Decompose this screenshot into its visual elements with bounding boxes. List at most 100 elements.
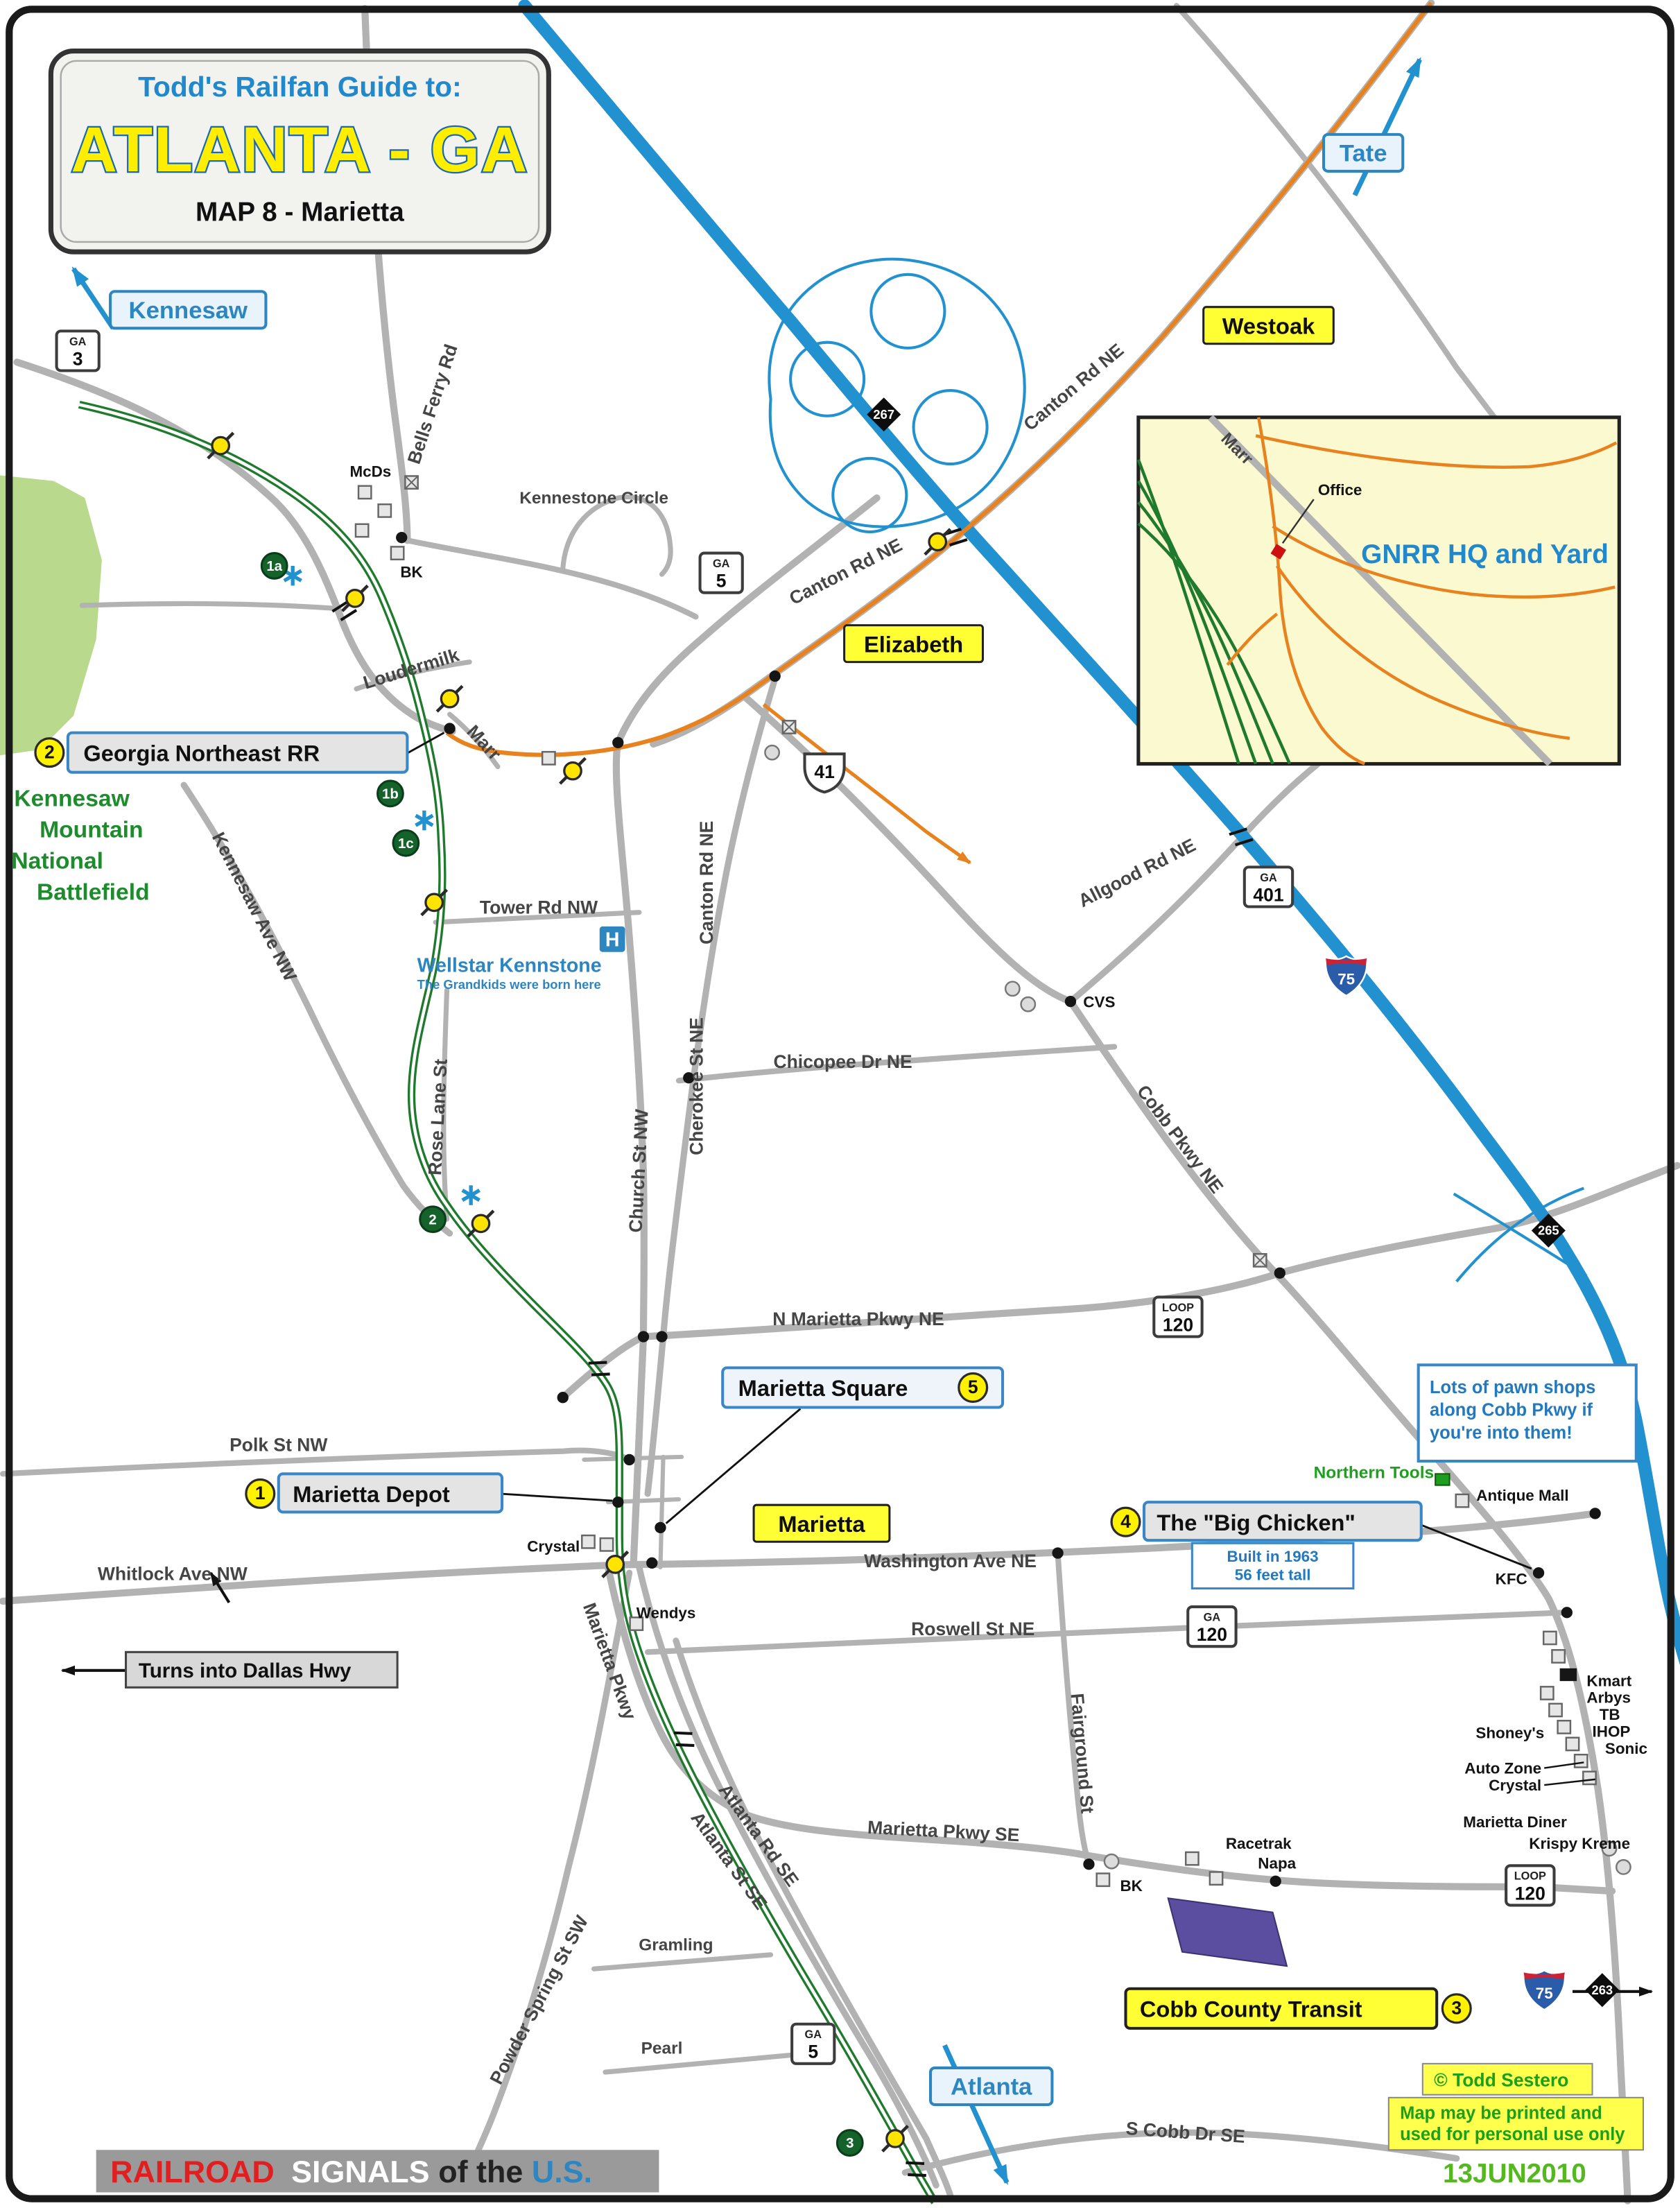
poi-kmart: Kmart <box>1586 1672 1631 1689</box>
battlefield-line-2: Mountain <box>40 818 143 843</box>
building-marker <box>1435 1473 1450 1486</box>
wa-rail-line <box>78 400 938 2205</box>
road-n-marietta-pkwy <box>559 1162 1680 1401</box>
label-canton-2: Canton Rd NE <box>786 534 905 609</box>
gnrr-number: 2 <box>44 741 55 762</box>
road-junction-dot <box>1052 1547 1064 1559</box>
permission-line-2: used for personal use only <box>1400 2125 1625 2144</box>
label-gramling: Gramling <box>639 1936 713 1955</box>
transit-label: Cobb County Transit <box>1140 1996 1362 2022</box>
road-marr <box>447 711 501 770</box>
pawn-note-3: you're into them! <box>1430 1423 1573 1442</box>
gnrr-inset: Office Marr GNRR HQ and Yard <box>1136 415 1621 767</box>
label-kennestone-circle: Kennestone Circle <box>519 489 668 508</box>
building-marker <box>1601 1840 1618 1857</box>
rail-crossing-icon <box>673 1731 695 1748</box>
inset-green-tracks <box>1136 459 1292 765</box>
poi-bk-2: BK <box>1120 1877 1142 1895</box>
label-bells-ferry: Bells Ferry Rd <box>404 342 462 467</box>
building-marker <box>1573 1753 1588 1768</box>
building-marker <box>541 750 556 766</box>
building-marker <box>1252 1252 1267 1268</box>
label-kennesaw-ave: Kennesaw Ave NW <box>208 829 301 984</box>
building-marker <box>1103 1853 1120 1870</box>
ga120-prefix: GA <box>1204 1611 1221 1623</box>
road-polk <box>0 1447 632 1477</box>
atlanta-label: Atlanta <box>951 2074 1032 2101</box>
poi-bk-1: BK <box>400 563 422 580</box>
road-junction-dot <box>1561 1607 1573 1619</box>
direction-tate: Tate <box>1322 132 1405 173</box>
building-marker <box>354 523 370 538</box>
kennesaw-arrow <box>71 266 116 330</box>
interstate-75-line <box>518 0 1680 1665</box>
direction-atlanta: Atlanta <box>928 2066 1054 2107</box>
rail-signals <box>207 431 952 2153</box>
square-number: 5 <box>968 1377 978 1397</box>
road-chicopee <box>675 1044 1118 1084</box>
hospital-callout: H Wellstar Kennstone The Grandkids were … <box>417 926 625 992</box>
ga120-shield: GA 120 <box>1186 1605 1238 1648</box>
inset-orange-yard-tracks <box>1226 417 1618 766</box>
building-marker <box>390 546 405 560</box>
depot-label: Marietta Depot <box>293 1481 450 1507</box>
poi-sonic: Sonic <box>1605 1740 1647 1757</box>
footer-banner <box>96 2150 659 2193</box>
i75-shield-a: 75 <box>1324 955 1368 997</box>
exit263-number: 263 <box>1592 1983 1613 1997</box>
chicken-note-2: 56 feet tall <box>1235 1566 1311 1583</box>
marker-1c: 1c <box>392 829 420 857</box>
loop120-shield-b: LOOP 120 <box>1505 1864 1556 1907</box>
gnrr-pointer <box>405 732 445 755</box>
permission-box <box>1387 2096 1644 2151</box>
road-ga5-church <box>612 494 881 1567</box>
highway-shields: GA 3 GA 5 GA 5 GA 401 GA 120 LOOP 120 <box>55 329 1620 2065</box>
permission-line-1: Map may be printed and <box>1400 2103 1602 2123</box>
ga401-prefix: GA <box>1260 872 1277 884</box>
road-atlanta-rd <box>673 1637 954 2199</box>
map-date: 13JUN2010 <box>1443 2159 1586 2189</box>
pawn-note-1: Lots of pawn shops <box>1430 1378 1595 1397</box>
building-marker <box>1548 1702 1563 1718</box>
rail-signal-icon <box>435 684 464 713</box>
exit267-number: 267 <box>873 407 894 422</box>
road-pearl <box>603 2051 809 2075</box>
building-marker <box>357 485 372 500</box>
building-marker <box>1582 1770 1597 1786</box>
rail-signal-icon <box>207 431 235 460</box>
label-n-marietta-pkwy: N Marietta Pkwy NE <box>772 1309 944 1329</box>
road-junction-dot <box>444 723 456 734</box>
building-marker <box>1455 1493 1470 1508</box>
marker-3: 3 <box>835 2129 864 2157</box>
battlefield-line-1: Kennesaw <box>14 786 130 812</box>
road-junction-dot <box>769 670 781 682</box>
rail-signal-icon <box>924 528 952 556</box>
cloverleaf-loop <box>912 389 989 466</box>
road-kennestone-circle <box>560 494 673 577</box>
road-junction-dot <box>612 736 624 749</box>
square-label: Marietta Square <box>738 1375 908 1401</box>
poi-cvs: CVS <box>1083 993 1115 1010</box>
ga3-shield: GA 3 <box>55 329 101 372</box>
ga5a-prefix: GA <box>713 558 730 570</box>
place-elizabeth: Elizabeth <box>843 624 985 664</box>
elizabeth-label: Elizabeth <box>864 631 963 657</box>
chicken-number: 4 <box>1120 1511 1131 1532</box>
callout-big-chicken: 4 The "Big Chicken" Built in 1963 56 fee… <box>1110 1501 1423 1590</box>
rail-signal-icon <box>340 584 369 612</box>
road-junction-dot <box>1589 1508 1601 1519</box>
title-map-number: MAP 8 - Marietta <box>196 197 404 227</box>
marker-2: 2 <box>419 1205 447 1234</box>
ga3-prefix: GA <box>69 336 87 348</box>
callout-marietta-depot: 1 Marietta Depot <box>245 1472 504 1514</box>
title-city: ATLANTA - GA <box>71 114 528 185</box>
label-marietta-pkwy-se: Marietta Pkwy SE <box>867 1817 1020 1845</box>
road-mcds-east <box>404 537 699 620</box>
poi-arbys: Arbys <box>1586 1689 1631 1707</box>
hospital-icon <box>599 926 625 952</box>
road-junction-dot <box>655 1521 666 1534</box>
poi-krispy-kreme: Krispy Kreme <box>1529 1835 1630 1852</box>
